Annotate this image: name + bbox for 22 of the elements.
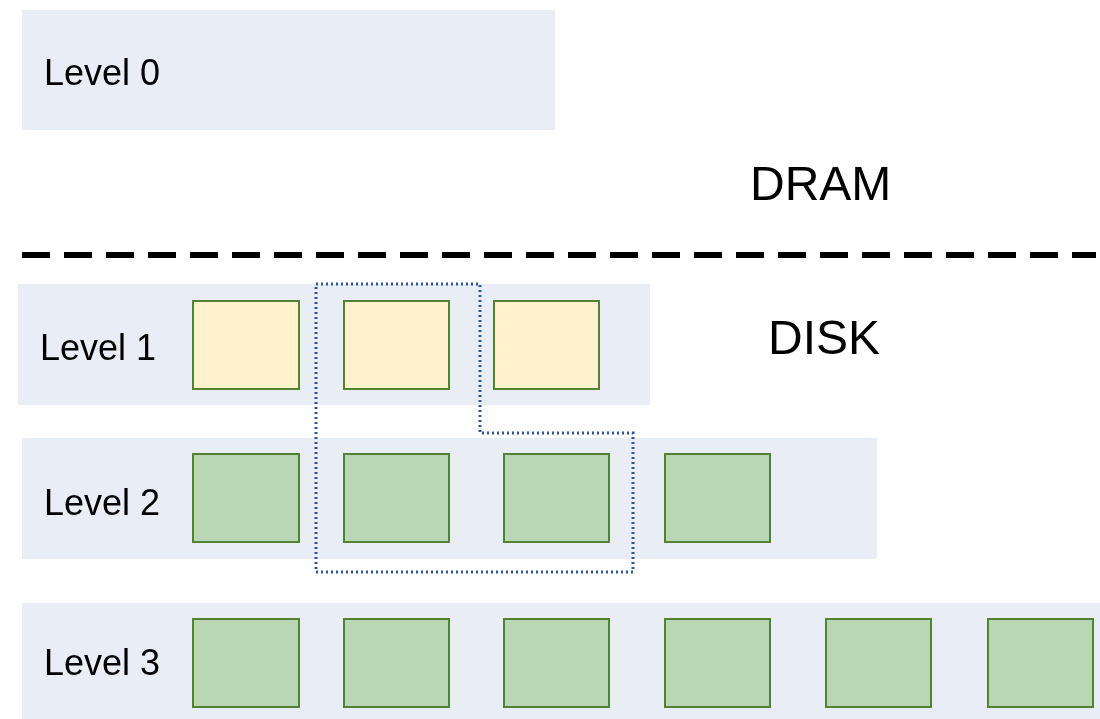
data-block — [503, 618, 610, 708]
level-band — [18, 284, 650, 405]
data-block — [503, 453, 610, 543]
level-band — [22, 438, 877, 559]
memory-tier-label: DISK — [768, 314, 881, 362]
data-block — [192, 618, 300, 708]
memory-tier-label: DRAM — [750, 160, 892, 208]
data-block — [493, 300, 600, 390]
level-label: Level 1 — [40, 330, 157, 366]
data-block — [987, 618, 1094, 708]
data-block — [192, 453, 300, 543]
data-block — [664, 618, 771, 708]
data-block — [192, 300, 300, 390]
level-label: Level 3 — [44, 645, 161, 681]
data-block — [825, 618, 932, 708]
level-label: Level 0 — [44, 55, 161, 91]
data-block — [343, 618, 450, 708]
data-block — [343, 300, 450, 390]
level-label: Level 2 — [44, 485, 161, 521]
level-band — [22, 603, 1100, 719]
data-block — [343, 453, 450, 543]
data-block — [664, 453, 771, 543]
